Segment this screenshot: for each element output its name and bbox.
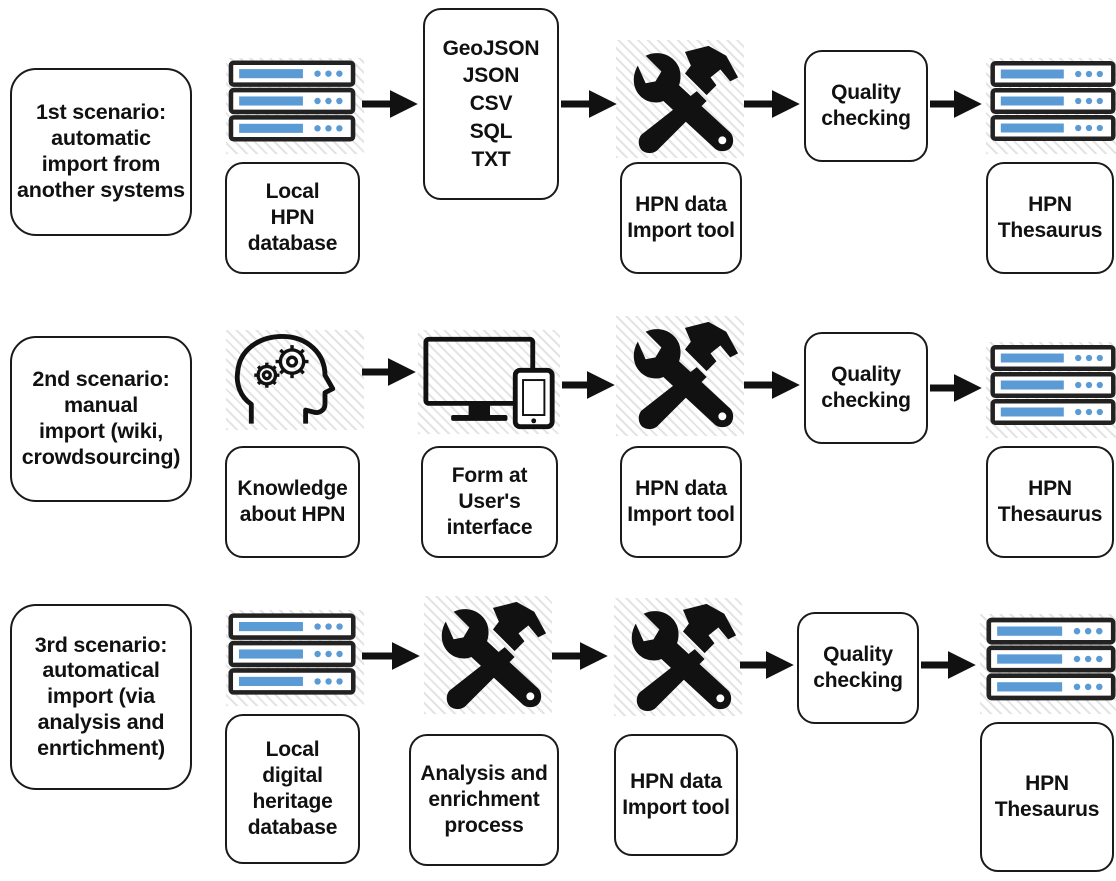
hpn-import-tool-box: HPN data Import tool [620, 446, 742, 558]
box-line: process [444, 814, 524, 838]
scenario-3-line: import (via [47, 684, 155, 709]
box-line: database [247, 232, 338, 256]
hpn-import-tool-box: HPN data Import tool [620, 162, 742, 274]
box-line: Thesaurus [994, 798, 1100, 821]
formats-box: GeoJSON JSON CSV SQL TXT [423, 8, 559, 200]
scenario-2-line: crowdsourcing) [21, 444, 181, 469]
wrench-hammer-icon [624, 42, 742, 160]
scenario-2-line: manual [63, 393, 139, 418]
format-item: CSV [469, 92, 513, 116]
format-item: TXT [471, 147, 511, 171]
format-item: GeoJSON [442, 36, 540, 60]
scenario-3-line: automatical [42, 658, 160, 683]
scenario-3-line: enrtichment) [37, 735, 165, 760]
scenario-1-line: automatic [51, 126, 151, 151]
box-line: HPN [1028, 476, 1072, 500]
box-line: about HPN [239, 503, 346, 526]
scenario-1-line: another systems [17, 177, 185, 202]
box-line: Thesaurus [997, 219, 1103, 242]
box-line: HPN data [630, 769, 722, 793]
quality-checking-box: Quality checking [797, 612, 919, 724]
box-line: HPN [270, 205, 315, 229]
scenario-3-line: analysis and [37, 709, 165, 734]
hpn-thesaurus-box: HPN Thesaurus [980, 722, 1114, 872]
hpn-thesaurus-box: HPN Thesaurus [986, 162, 1114, 274]
box-line: Knowledge [237, 476, 348, 500]
quality-checking-box: Quality checking [804, 50, 928, 162]
box-line: interface [446, 516, 533, 540]
box-line: checking [821, 389, 911, 412]
box-line: HPN data [635, 476, 727, 500]
wrench-hammer-icon [622, 600, 740, 718]
monitor-phone-icon [423, 336, 555, 430]
scenario-2-line: 2nd scenario: [32, 367, 170, 392]
box-line: Form at [451, 463, 528, 487]
scenario-1-box: 1st scenario: automatic import from anot… [10, 68, 192, 236]
box-line: Quality [823, 642, 893, 666]
scenario-1-line: import from [41, 152, 161, 176]
hpn-thesaurus-box: HPN Thesaurus [986, 446, 1114, 558]
database-server-icon [990, 344, 1116, 426]
box-line: Local [265, 179, 320, 203]
scenario-2-line: import (wiki, [38, 419, 164, 443]
box-line: Import tool [627, 503, 735, 526]
analysis-enrichment-process-box: Analysis and enrichment process [409, 734, 559, 866]
database-server-icon [228, 612, 356, 696]
hpn-import-tool-box: HPN data Import tool [614, 734, 738, 856]
box-line: HPN [1028, 192, 1072, 216]
box-line: Import tool [622, 796, 730, 819]
quality-checking-box: Quality checking [804, 332, 928, 444]
box-line: Quality [831, 80, 901, 104]
database-server-icon [986, 616, 1116, 702]
head-gears-icon [234, 333, 336, 424]
box-line: Local [265, 737, 320, 761]
box-line: checking [821, 107, 911, 130]
database-server-icon [228, 60, 356, 142]
box-line: checking [813, 669, 903, 692]
box-line: database [247, 816, 338, 840]
wrench-hammer-icon [624, 318, 742, 436]
box-line: HPN [1025, 771, 1069, 795]
knowledge-about-hpn-box: Knowledge about HPN [225, 446, 360, 558]
scenario-3-box: 3rd scenario: automatical import (via an… [10, 604, 192, 790]
box-line: Import tool [627, 219, 735, 242]
box-line: User's [458, 489, 521, 513]
format-item: SQL [469, 119, 513, 143]
scenario-1-line: 1st scenario: [35, 100, 167, 125]
box-line: digital [262, 763, 323, 787]
user-interface-form-box: Form at User's interface [421, 446, 558, 558]
box-line: Quality [831, 362, 901, 386]
scenario-2-box: 2nd scenario: manual import (wiki, crowd… [10, 336, 192, 502]
box-line: enrichment [428, 787, 540, 811]
box-line: heritage [252, 790, 333, 813]
database-server-icon [990, 60, 1116, 142]
local-digital-heritage-database-box: Local digital heritage database [225, 714, 360, 864]
box-line: Thesaurus [997, 503, 1103, 526]
box-line: HPN data [635, 192, 727, 216]
format-item: JSON [462, 64, 520, 88]
local-hpn-database-box: Local HPN database [225, 162, 360, 274]
box-line: Analysis and [420, 761, 548, 785]
wrench-hammer-icon [432, 598, 550, 716]
scenario-3-line: 3rd scenario: [34, 632, 168, 657]
